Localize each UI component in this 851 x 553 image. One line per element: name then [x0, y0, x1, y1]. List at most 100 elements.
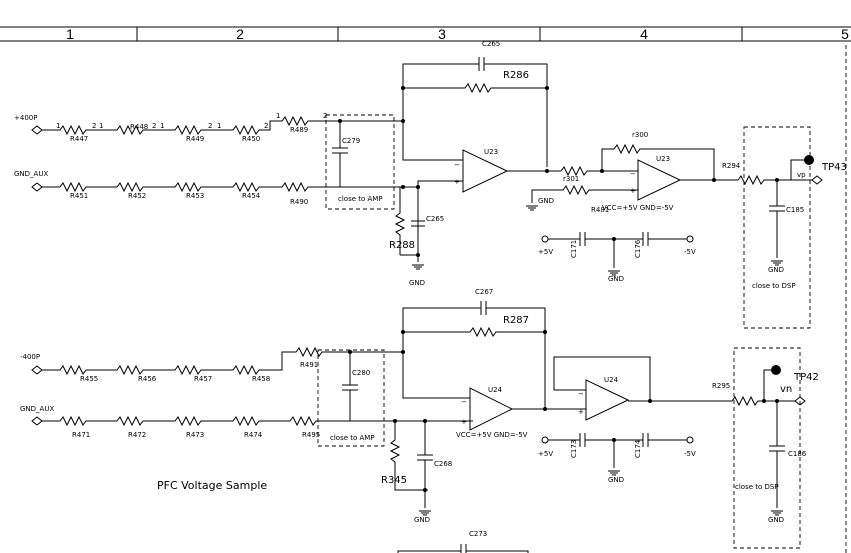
net-label-vp: vp [797, 171, 806, 179]
net-label-gnd-aux-2: GND_AUX [20, 405, 54, 413]
pin-label: 2 [264, 122, 268, 130]
p5v-label-top: +5V [538, 248, 553, 256]
zone-header: 1 2 3 4 5 [0, 26, 851, 42]
output-port-vn [794, 396, 806, 406]
gnd-label-6: GND [768, 516, 784, 524]
pin-label: 2 [208, 122, 212, 130]
r455-label: R455 [80, 375, 98, 383]
c280-label: C280 [352, 369, 370, 377]
r301-label: r301 [563, 175, 579, 183]
r490-label: R490 [290, 198, 308, 206]
gnd-label-2: GND [538, 197, 554, 205]
r450-label: R450 [242, 135, 260, 143]
close-to-dsp-box-2 [733, 347, 801, 549]
gnd-label-1: GND [409, 279, 425, 287]
r447-label: R447 [70, 135, 88, 143]
gnd-label-4: GND [608, 275, 624, 283]
c267-label: C267 [475, 288, 493, 296]
gnd-label-5: GND [414, 516, 430, 524]
input-port-gnd-aux-2 [31, 416, 43, 426]
r345-label: R345 [381, 475, 407, 486]
minus-sign: − [578, 390, 584, 398]
c174-label: C174 [634, 439, 642, 458]
c171-label: C171 [570, 240, 578, 258]
c268-label: C268 [434, 460, 452, 468]
c273-label: C273 [469, 530, 487, 538]
c173-label: C173 [570, 440, 578, 458]
pin-label: 1 [160, 122, 164, 130]
r454-label: R454 [242, 192, 261, 200]
vcc-label-top: VCC=+5V GND=-5V [602, 204, 674, 212]
close-to-amp-box [325, 114, 395, 210]
pin-label: 1 [217, 122, 221, 130]
r295-label: R295 [712, 382, 730, 390]
zone-5-label: 5 [841, 26, 849, 42]
r481-label: R481 [591, 206, 609, 214]
u24-b-label: U24 [604, 376, 619, 384]
m5v-label-top: -5V [684, 248, 696, 256]
gnd-label-7: GND [608, 476, 624, 484]
test-point-tp43[interactable] [804, 155, 814, 165]
vcc-label-bottom: VCC=+5V GND=-5V [456, 431, 528, 439]
r473-label: R473 [186, 431, 204, 439]
u23-b-label: U23 [656, 155, 670, 163]
net-label-plus400p: +400P [14, 114, 37, 122]
plus-sign: + [630, 187, 636, 195]
close-to-dsp-label-2: close to DSP [735, 483, 779, 491]
r489-label: R489 [290, 126, 308, 134]
minus-sign: − [630, 170, 636, 178]
close-to-amp-label: close to AMP [338, 195, 383, 203]
top-circuit: +400P GND_AUX R447 R448 R449 R450 R489 1… [14, 40, 847, 329]
close-to-dsp-label: close to DSP [752, 282, 796, 290]
pin-label: 2 [92, 122, 96, 130]
c185-label: C185 [786, 206, 804, 214]
tp43-label: TP43 [821, 162, 847, 173]
plus-sign: + [461, 418, 467, 426]
op-amp-u23-b [637, 159, 682, 201]
r472-label: R472 [128, 431, 146, 439]
r471-label: R471 [72, 431, 90, 439]
partial-c273: C273 [397, 530, 529, 553]
c176-label: C176 [634, 239, 642, 258]
pin-label: 1 [99, 122, 103, 130]
test-point-tp42[interactable] [771, 365, 781, 375]
r457-label: R457 [194, 375, 212, 383]
input-port-gnd-aux [31, 182, 43, 192]
plus-sign: + [454, 178, 460, 186]
zone-3-label: 3 [438, 26, 446, 42]
input-port-minus400p [31, 365, 43, 375]
input-port-plus400p [31, 125, 43, 135]
c186-label: C186 [788, 450, 807, 458]
op-amp-u24 [469, 387, 514, 431]
r474-label: R474 [244, 431, 263, 439]
r495-label: R495 [302, 431, 320, 439]
r453-label: R453 [186, 192, 204, 200]
m5v-label-bottom: -5V [684, 450, 696, 458]
net-label-minus400p: -400P [20, 353, 40, 361]
section-caption: PFC Voltage Sample [157, 479, 267, 492]
r452-label: R452 [128, 192, 146, 200]
r449-label: R449 [186, 135, 204, 143]
r456-label: R456 [138, 375, 157, 383]
r286-label: R286 [503, 70, 529, 81]
zone-4-label: 4 [640, 26, 648, 42]
r287-label: R287 [503, 315, 529, 326]
minus-sign: − [461, 398, 467, 406]
close-to-amp-box-2 [317, 349, 385, 447]
pin-label: 2 [323, 112, 327, 120]
close-to-amp-label-2: close to AMP [330, 434, 375, 442]
c265-fb-label: C265 [482, 40, 500, 48]
u24-label: U24 [488, 386, 503, 394]
pin-label: 1 [56, 122, 60, 130]
r458-label: R458 [252, 375, 270, 383]
op-amp-u24-b [585, 379, 630, 421]
r448-label: R448 [130, 123, 148, 131]
bottom-circuit: -400P GND_AUX R455 R456 R457 R458 R491 R… [20, 288, 819, 549]
output-port-vp [811, 175, 823, 185]
u23-label: U23 [484, 148, 498, 156]
net-label-gnd-aux: GND_AUX [14, 170, 48, 178]
zone-1-label: 1 [66, 26, 74, 42]
r288-label: R288 [389, 240, 415, 251]
r294-label: R294 [722, 162, 741, 170]
